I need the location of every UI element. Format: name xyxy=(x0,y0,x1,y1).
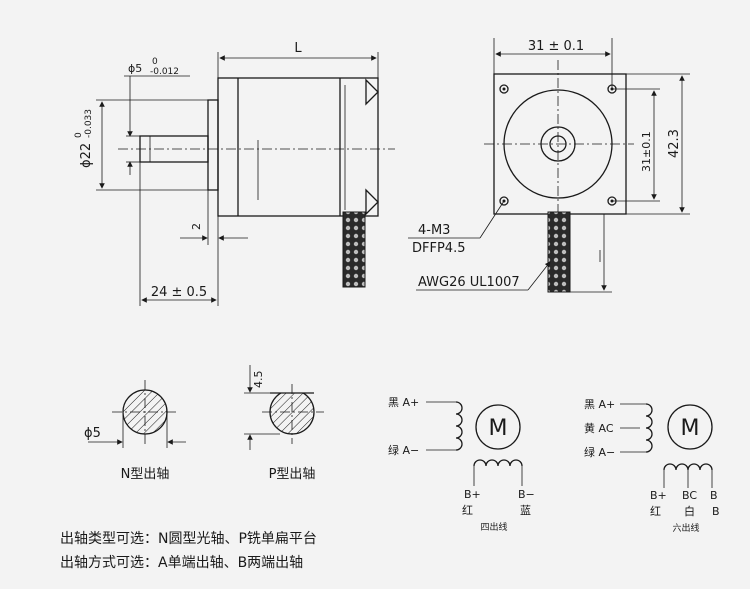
wiring6-caption: 六出线 xyxy=(672,522,699,534)
front-view: 31 ± 0.1 31±0.1 42.3 4-M3 DFFP4.5 AWG26 … xyxy=(408,38,690,293)
wiring6-bc: BC xyxy=(682,489,697,502)
dim-outer: 42.3 xyxy=(667,129,682,158)
wiring6-white: 白 xyxy=(684,504,695,518)
wiring4-red: 红 xyxy=(462,504,473,517)
dim-length: L xyxy=(294,41,302,56)
note-shaft-mode: 出轴方式可选：A单端出轴、B两端出轴 xyxy=(60,555,304,571)
dim-height: 31±0.1 xyxy=(640,131,653,172)
wiring6-red: 红 xyxy=(650,505,661,518)
wiring6-b-minus: B xyxy=(710,489,718,502)
dim-pilot-tol-upper: 0 xyxy=(74,132,84,138)
shaft-p: 4.5 P型出轴 xyxy=(244,365,324,482)
dim-pilot-small: 2 xyxy=(190,223,203,230)
wiring4-caption: 四出线 xyxy=(480,521,507,533)
dim-flat-tol-upper: 0 xyxy=(152,57,158,67)
dim-shaft-length: 24 ± 0.5 xyxy=(151,285,207,300)
wiring4-b-minus: B− xyxy=(518,488,535,501)
wiring6-b: B xyxy=(712,505,720,518)
dim-flat-tol-lower: -0.012 xyxy=(150,67,179,77)
shaft-n: ϕ5 N型出轴 xyxy=(84,380,186,482)
wiring4-lead-black: 黑 A+ xyxy=(388,396,419,409)
dim-pilot: ϕ22 xyxy=(79,143,94,168)
label-holes-2: DFFP4.5 xyxy=(412,241,465,256)
dim-width: 31 ± 0.1 xyxy=(528,39,584,54)
wiring6-lead-black: 黑 A+ xyxy=(584,398,615,411)
wiring6-lead-green: 绿 A− xyxy=(584,445,615,459)
wiring4-blue: 蓝 xyxy=(520,504,531,517)
wiring4-lead-green: 绿 A− xyxy=(388,443,419,457)
shaft-p-caption: P型出轴 xyxy=(269,467,316,482)
wiring6-motor: M xyxy=(681,416,700,441)
wiring-4lead: M 黑 A+ 绿 A− B+ B− 红 蓝 四出线 xyxy=(388,396,535,533)
shaft-n-caption: N型出轴 xyxy=(121,467,170,482)
shaft-p-dim: 4.5 xyxy=(252,371,265,389)
wiring4-b-plus: B+ xyxy=(464,488,481,501)
wiring6-b-plus: B+ xyxy=(650,489,667,502)
note-shaft-type: 出轴类型可选：N圆型光轴、P铣单扁平台 xyxy=(60,531,317,547)
wiring6-lead-yellow: 黄 AC xyxy=(584,421,614,435)
shaft-n-dim: ϕ5 xyxy=(84,426,101,441)
side-view: L ϕ5 0 -0.012 ϕ22 0 -0.033 2 24 ± 0.5 xyxy=(74,41,395,306)
label-holes-1: 4-M3 xyxy=(418,223,450,238)
dim-pilot-tol-lower: -0.033 xyxy=(84,109,94,138)
dim-flat: ϕ5 xyxy=(128,62,142,75)
label-wire: AWG26 UL1007 xyxy=(418,275,520,290)
wiring4-motor: M xyxy=(489,416,508,441)
wiring-6lead: M 黑 A+ 黄 AC 绿 A− B+ BC B 红 白 B 六出线 xyxy=(584,398,720,534)
